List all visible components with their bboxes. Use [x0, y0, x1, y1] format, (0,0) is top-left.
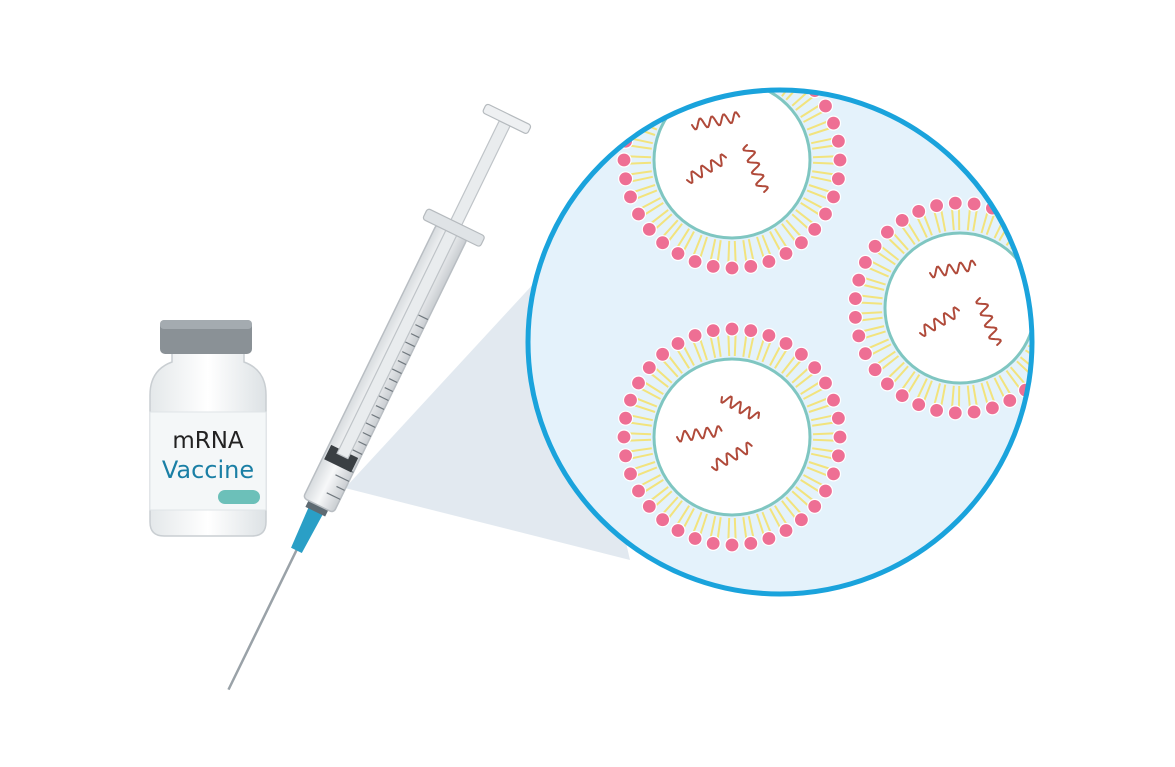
mrna-strand-icon — [711, 441, 753, 472]
mrna-strand-icon — [742, 144, 769, 193]
lipid-nanoparticle-icon — [616, 321, 848, 553]
mrna-strand-icon — [676, 425, 723, 443]
mrna-strand-icon — [975, 297, 1002, 346]
mrna-strand-icon — [720, 395, 760, 420]
vial-label-line2: Vaccine — [162, 456, 254, 484]
vaccine-vial-icon — [149, 320, 267, 537]
mrna-strand-icon — [686, 153, 727, 185]
vial-label-line1: mRNA — [172, 428, 244, 454]
magnifier-icon — [525, 87, 1035, 597]
syringe-icon — [227, 103, 532, 691]
mrna-strand-icon — [929, 259, 977, 279]
mrna-strand-icon — [919, 306, 960, 338]
mrna-strand-icon — [691, 111, 741, 131]
lipid-nanoparticle-icon — [847, 195, 1032, 421]
